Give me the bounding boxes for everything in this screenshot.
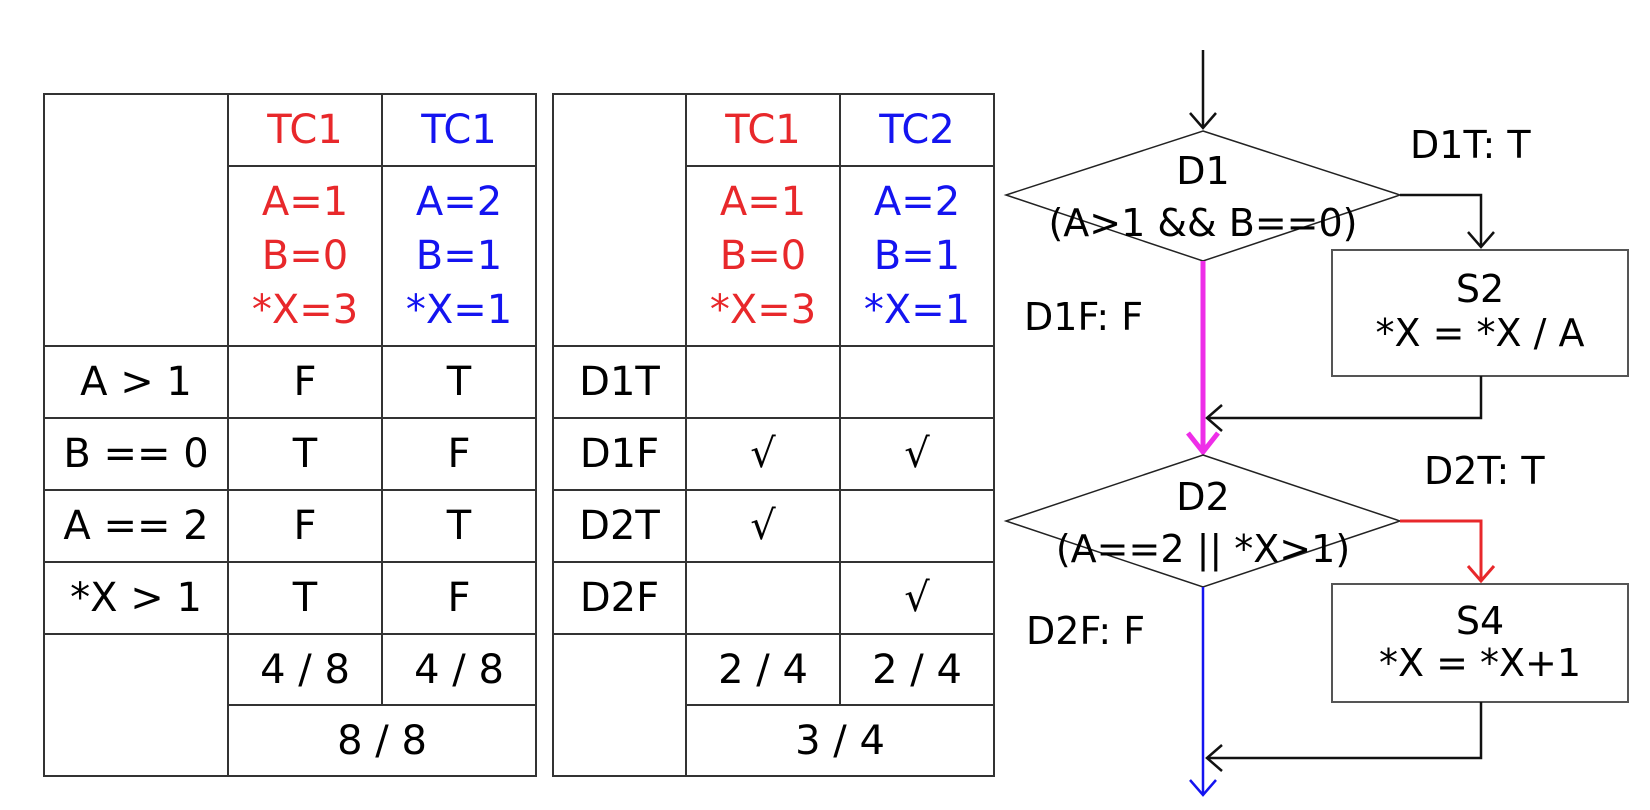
- condition-value: F: [381, 417, 537, 491]
- input-value: A=2: [873, 179, 961, 225]
- decision-label: D1T: [552, 345, 687, 419]
- decision-value: [685, 561, 841, 635]
- statement-s4-code: *X = *X+1: [1379, 641, 1581, 685]
- decision-value: √: [685, 489, 841, 563]
- decision-value: √: [685, 417, 841, 491]
- condition-label: A == 2: [43, 489, 229, 563]
- corner-cell: [552, 93, 687, 347]
- decision-d1-condition: (A>1 && B==0): [1048, 201, 1357, 245]
- total-coverage: 8 / 8: [227, 704, 537, 777]
- condition-value: T: [227, 561, 383, 635]
- input-value: *X=1: [863, 287, 971, 333]
- d2-true-label: D2T: T: [1424, 449, 1545, 493]
- input-value: B=0: [261, 233, 349, 279]
- test-case-header: TC2: [839, 93, 995, 167]
- table-row: *X > 1 T F: [43, 561, 537, 635]
- condition-value: F: [227, 489, 383, 563]
- input-value: A=2: [415, 179, 503, 225]
- condition-label: *X > 1: [43, 561, 229, 635]
- s2-merge-edge: [1207, 376, 1483, 420]
- condition-value: T: [227, 417, 383, 491]
- test-case-header: TC1: [381, 93, 537, 167]
- test-case-header: TC1: [227, 93, 383, 167]
- d1-false-label: D1F: F: [1024, 295, 1143, 339]
- decision-value: [685, 345, 841, 419]
- d1-true-label: D1T: T: [1410, 123, 1531, 167]
- input-value: *X=3: [251, 287, 359, 333]
- decision-value: √: [839, 561, 995, 635]
- test-case-inputs: A=1 B=0 *X=3: [685, 165, 841, 347]
- input-value: B=0: [719, 233, 807, 279]
- table-row: D2F √: [552, 561, 995, 635]
- statement-s4-name: S4: [1456, 599, 1504, 643]
- total-coverage: 3 / 4: [685, 704, 995, 777]
- decision-label: D2F: [552, 561, 687, 635]
- arrowhead-icon: [1186, 431, 1220, 457]
- statement-s2-code: *X = *X / A: [1375, 311, 1584, 355]
- statement-s2-box: [1331, 249, 1629, 377]
- table-row: A > 1 F T: [43, 345, 537, 419]
- arrowhead-icon: [1189, 112, 1217, 130]
- d1-true-edge: [1400, 193, 1483, 246]
- condition-value: T: [381, 345, 537, 419]
- coverage-count: 2 / 4: [839, 633, 995, 706]
- decision-value: √: [839, 417, 995, 491]
- arrowhead-icon: [1205, 404, 1223, 432]
- table-row: A == 2 F T: [43, 489, 537, 563]
- decision-d2-name: D2: [1176, 475, 1229, 519]
- input-value: *X=1: [405, 287, 513, 333]
- corner-cell: [43, 93, 229, 347]
- input-value: B=1: [873, 233, 961, 279]
- table-row: D2T √: [552, 489, 995, 563]
- condition-value: F: [381, 561, 537, 635]
- test-case-header: TC1: [685, 93, 841, 167]
- decision-d1-name: D1: [1176, 149, 1229, 193]
- arrowhead-icon: [1467, 231, 1495, 249]
- s4-merge-edge: [1207, 702, 1483, 760]
- test-case-inputs: A=2 B=1 *X=1: [381, 165, 537, 347]
- coverage-count: 4 / 8: [381, 633, 537, 706]
- d2-false-label: D2F: F: [1026, 609, 1145, 653]
- arrowhead-icon: [1189, 779, 1217, 797]
- statement-s4-box: [1331, 583, 1629, 703]
- coverage-count: 4 / 8: [227, 633, 383, 706]
- coverage-count: 2 / 4: [685, 633, 841, 706]
- decision-value: [839, 489, 995, 563]
- test-case-inputs: A=2 B=1 *X=1: [839, 165, 995, 347]
- input-value: A=1: [719, 179, 807, 225]
- summary-label-cell: [43, 633, 229, 777]
- table-row: D1F √ √: [552, 417, 995, 491]
- decision-label: D1F: [552, 417, 687, 491]
- d2-true-edge: [1400, 519, 1483, 580]
- decision-d2-condition: (A==2 || *X>1): [1056, 527, 1350, 572]
- decision-label: D2T: [552, 489, 687, 563]
- summary-label-cell: [552, 633, 687, 777]
- test-case-inputs: A=1 B=0 *X=3: [227, 165, 383, 347]
- input-value: *X=3: [709, 287, 817, 333]
- arrowhead-icon: [1466, 565, 1496, 584]
- condition-coverage-table: TC1 TC1 A=1 B=0 *X=3 A=2 B=1 *X=1 A > 1 …: [43, 93, 537, 777]
- decision-value: [839, 345, 995, 419]
- input-value: B=1: [415, 233, 503, 279]
- condition-label: B == 0: [43, 417, 229, 491]
- input-value: A=1: [261, 179, 349, 225]
- table-row: B == 0 T F: [43, 417, 537, 491]
- statement-s2-name: S2: [1456, 267, 1504, 311]
- condition-label: A > 1: [43, 345, 229, 419]
- condition-value: F: [227, 345, 383, 419]
- table-row: D1T: [552, 345, 995, 419]
- decision-coverage-table: TC1 TC2 A=1 B=0 *X=3 A=2 B=1 *X=1 D1T D1…: [552, 93, 995, 777]
- arrowhead-icon: [1205, 744, 1223, 772]
- condition-value: T: [381, 489, 537, 563]
